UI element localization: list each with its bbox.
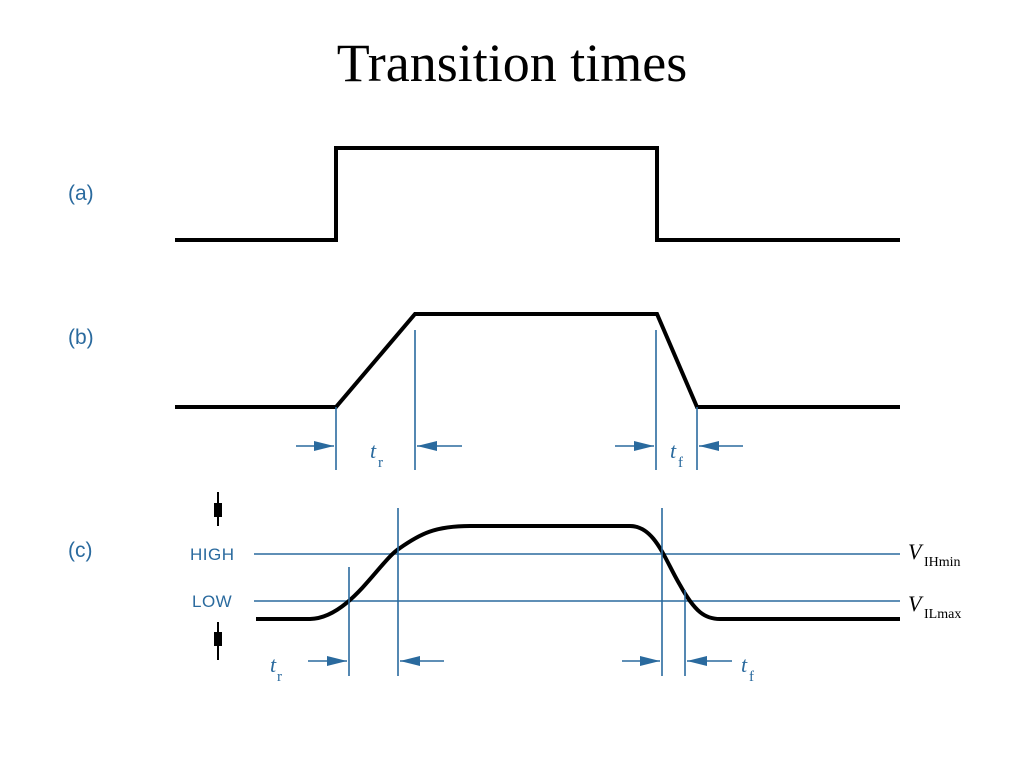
realistic-pulse-waveform: [256, 524, 900, 621]
svg-text:V: V: [908, 591, 924, 616]
vih-min-label: V IHmin: [908, 539, 961, 570]
fall-time-markers-c: [622, 508, 732, 676]
trapezoid-pulse-waveform: [175, 312, 900, 409]
panel-label-b: (b): [68, 326, 94, 349]
svg-text:f: f: [678, 455, 683, 471]
svg-text:t: t: [741, 652, 748, 677]
svg-text:t: t: [270, 652, 277, 677]
voltage-swing-arrow: [214, 492, 222, 660]
rise-time-markers-b: [296, 330, 462, 470]
svg-text:t: t: [670, 438, 677, 463]
slide-title: Transition times: [336, 33, 688, 93]
high-level-label: HIGH: [190, 545, 235, 564]
rise-time-label-c: t r: [270, 652, 282, 685]
low-level-label: LOW: [192, 592, 232, 611]
fall-time-label-b: t f: [670, 438, 683, 471]
svg-text:r: r: [378, 455, 383, 471]
svg-text:IHmin: IHmin: [924, 555, 961, 570]
svg-text:V: V: [908, 539, 924, 564]
svg-text:r: r: [277, 669, 282, 685]
rise-time-markers-c: [308, 508, 444, 676]
svg-text:ILmax: ILmax: [924, 607, 961, 622]
ideal-pulse-waveform: [175, 146, 900, 242]
svg-text:f: f: [749, 669, 754, 685]
vil-max-label: V ILmax: [908, 591, 961, 622]
panel-label-a: (a): [68, 182, 94, 205]
panel-label-c: (c): [68, 539, 93, 562]
rise-time-label-b: t r: [370, 438, 383, 471]
fall-time-markers-b: [615, 330, 743, 470]
fall-time-label-c: t f: [741, 652, 754, 685]
svg-text:t: t: [370, 438, 377, 463]
